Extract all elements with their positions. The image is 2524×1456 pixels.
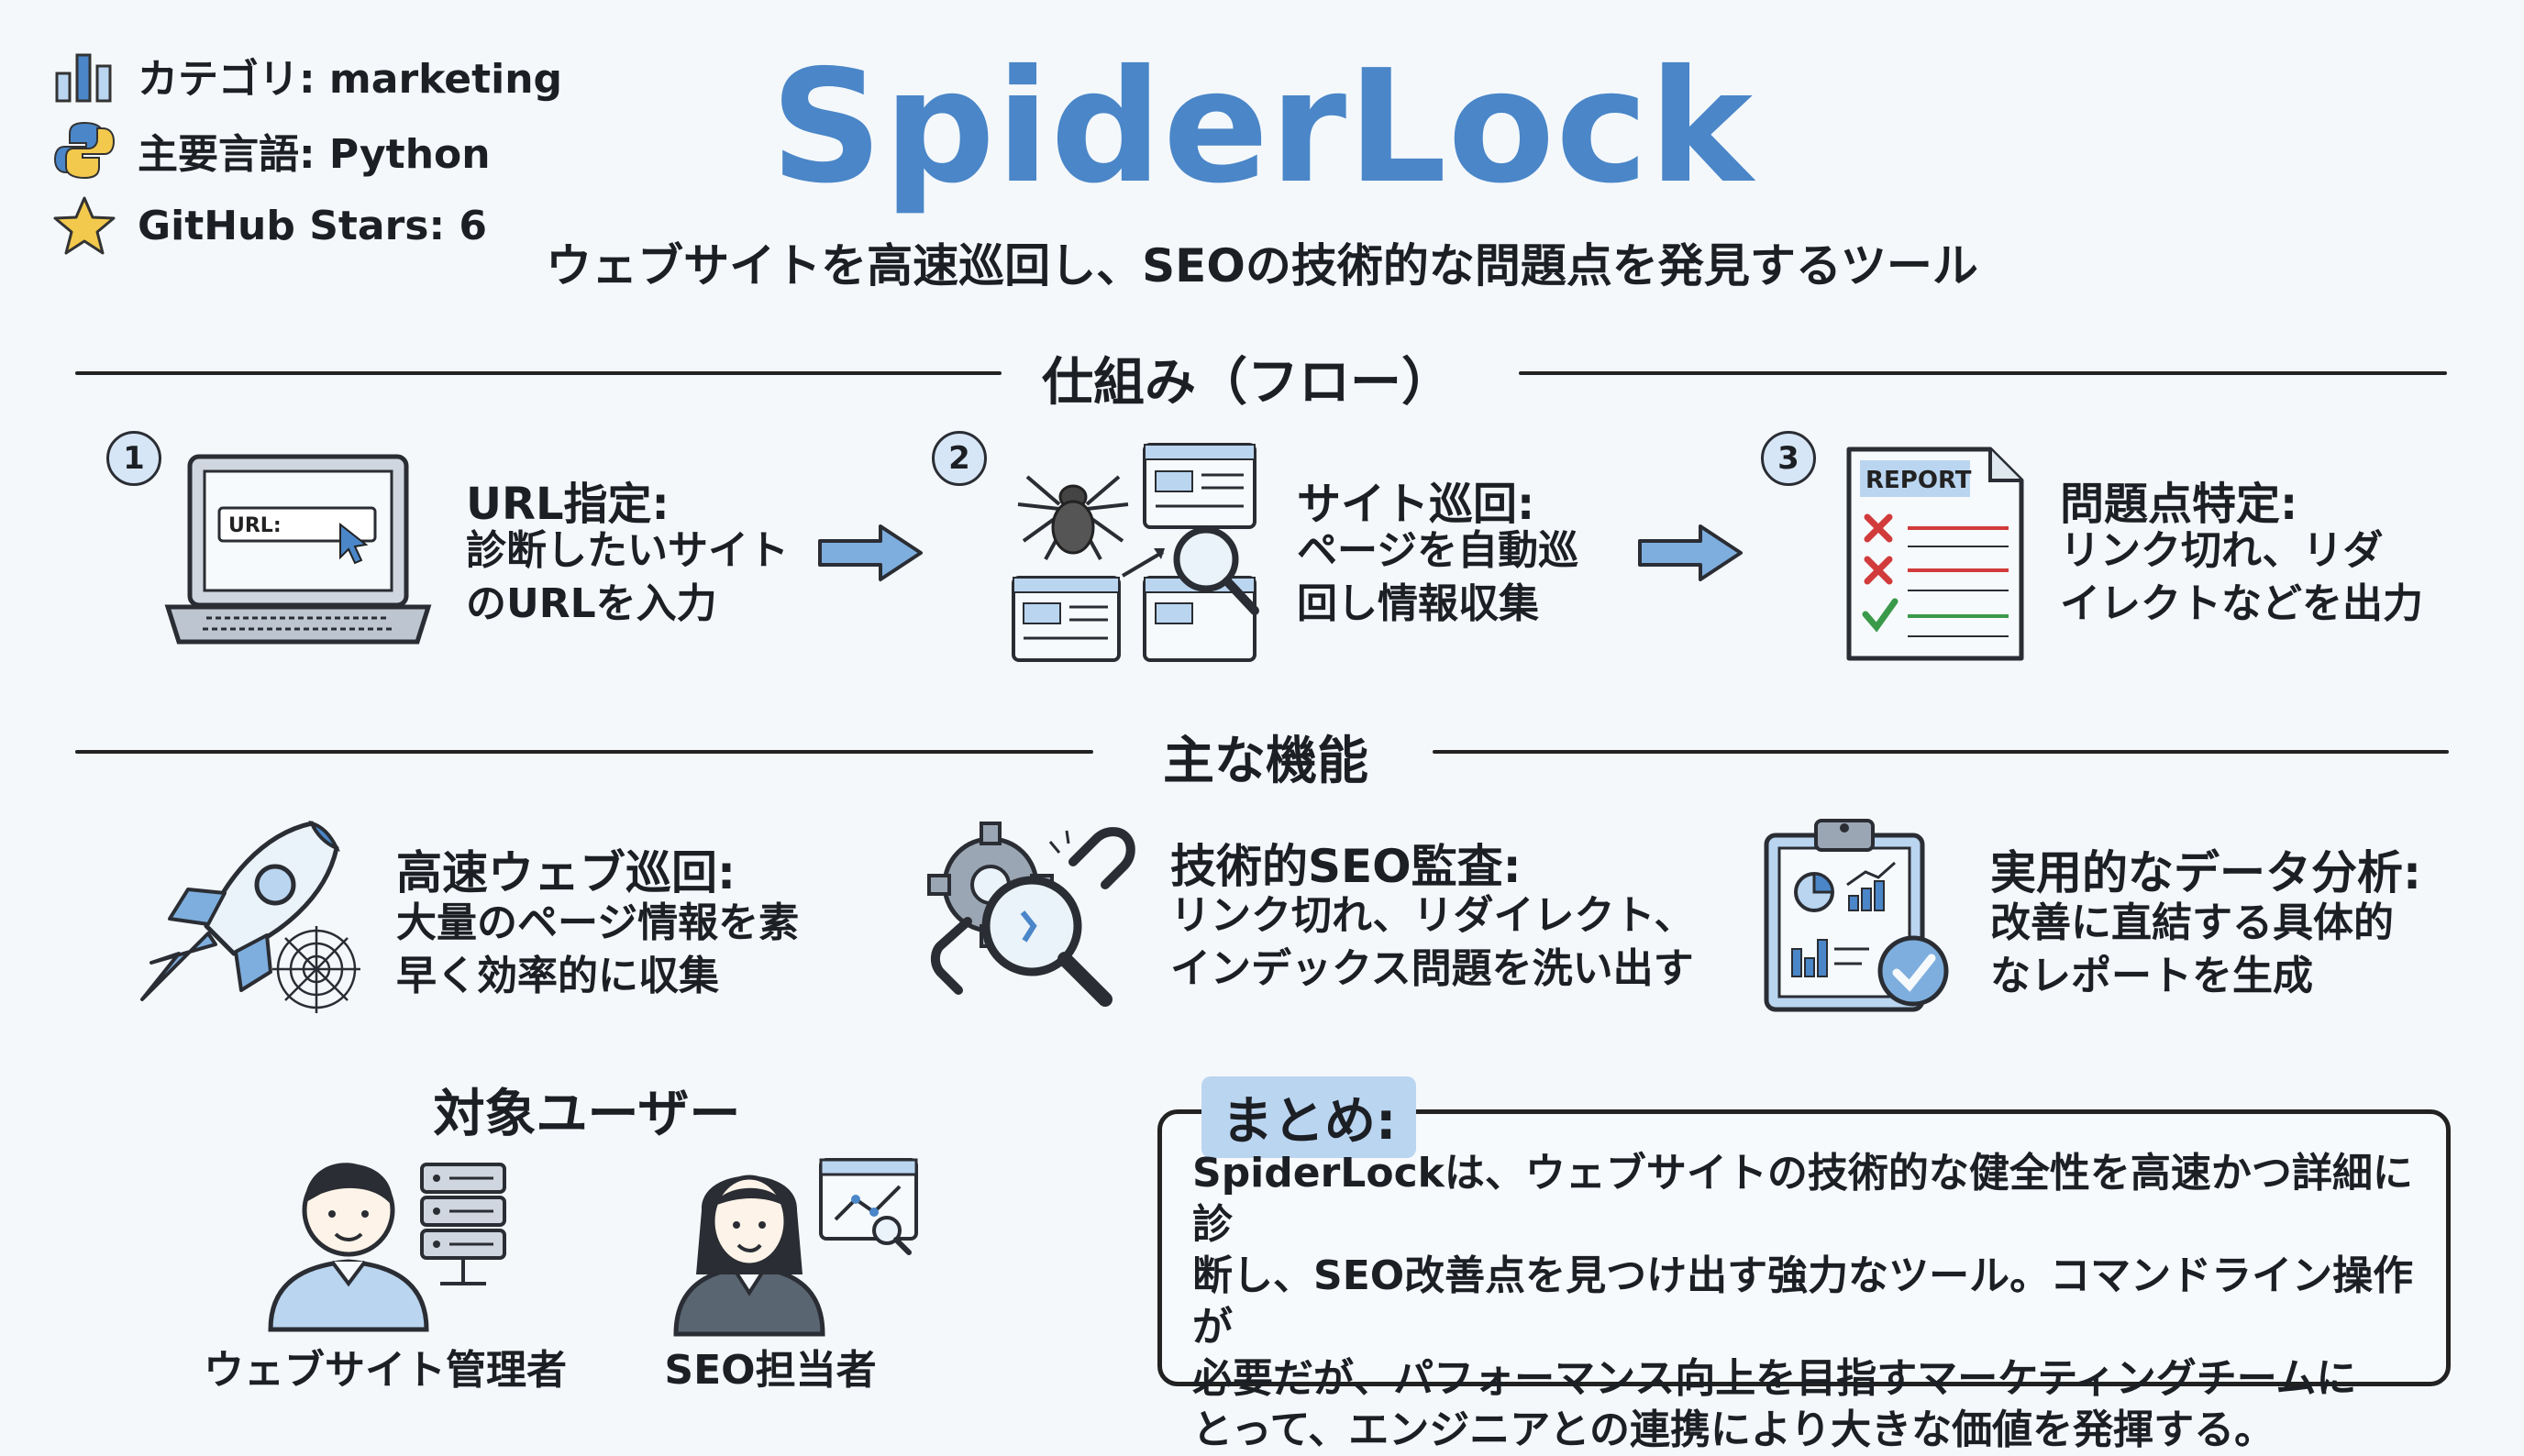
rocket-icon <box>140 820 360 1013</box>
step-body: 診断したいサイト のURLを入力 <box>466 527 789 627</box>
category-text: カテゴリ: marketing <box>138 56 563 103</box>
seo-manager-avatar <box>673 1158 918 1337</box>
crawl-pages-icon <box>1012 443 1259 662</box>
section-divider <box>1433 750 2449 754</box>
star-icon <box>53 196 116 255</box>
spider-icon <box>1017 475 1129 560</box>
summary-tag: まとめ: <box>1201 1076 1417 1158</box>
analytics-window-icon <box>819 1158 918 1255</box>
page-title: SpiderLock <box>769 37 1755 218</box>
python-icon <box>53 121 116 180</box>
web-admin-avatar <box>268 1163 506 1332</box>
bar-chart-icon <box>55 53 112 103</box>
flow-heading: 仕組み（フロー） <box>1042 353 1453 413</box>
laptop-icon: URL: <box>164 454 432 645</box>
user-label: ウェブサイト管理者 <box>204 1347 567 1394</box>
section-divider <box>1519 371 2447 375</box>
url-field-label: URL: <box>228 514 282 537</box>
seo-audit-icon <box>927 822 1135 1007</box>
arrow-right-icon <box>1638 524 1743 581</box>
report-label: REPORT <box>1865 467 1972 494</box>
language-text: 主要言語: Python <box>138 131 491 178</box>
step-body: ページを自動巡 回し情報収集 <box>1297 527 1579 627</box>
step-number: 3 <box>1761 431 1816 486</box>
stars-text: GitHub Stars: 6 <box>138 202 488 249</box>
page-subtitle: ウェブサイトを高速巡回し、SEOの技術的な問題点を発見するツール <box>546 239 1978 292</box>
meta-stars: GitHub Stars: 6 <box>51 193 487 259</box>
feature-title: 高速ウェブ巡回: <box>396 846 736 899</box>
meta-language: 主要言語: Python <box>51 117 491 183</box>
users-heading: 対象ユーザー <box>433 1085 741 1144</box>
meta-category: カテゴリ: marketing <box>51 42 562 108</box>
section-divider <box>75 750 1093 754</box>
step-title: URL指定: <box>466 479 670 530</box>
broken-link-icon <box>931 827 1135 995</box>
feature-body: 大量のページ情報を素 早く効率的に収集 <box>396 899 800 999</box>
summary-text: SpiderLockは、ウェブサイトの技術的な健全性を高速かつ詳細に診 断し、S… <box>1192 1150 2414 1453</box>
user-label: SEO担当者 <box>664 1347 877 1394</box>
feature-body: 改善に直結する具体的 なレポートを生成 <box>1990 899 2394 999</box>
feature-title: 技術的SEO監査: <box>1170 840 1522 893</box>
step-number: 1 <box>106 431 161 486</box>
arrow-right-icon <box>818 524 923 581</box>
step-title: 問題点特定: <box>2060 479 2298 530</box>
pie-chart-icon <box>1794 872 1834 912</box>
step-title: サイト巡回: <box>1297 479 1535 530</box>
step-number: 2 <box>932 431 987 486</box>
feature-body: リンク切れ、リダイレクト、 インデックス問題を洗い出す <box>1170 892 1695 992</box>
feature-title: 実用的なデータ分析: <box>1990 846 2421 899</box>
report-icon: REPORT <box>1846 447 2024 661</box>
section-divider <box>75 371 1002 375</box>
data-analysis-icon <box>1764 819 1949 1012</box>
step-body: リンク切れ、リダ イレクトなどを出力 <box>2060 527 2423 627</box>
features-heading: 主な機能 <box>1163 732 1368 791</box>
